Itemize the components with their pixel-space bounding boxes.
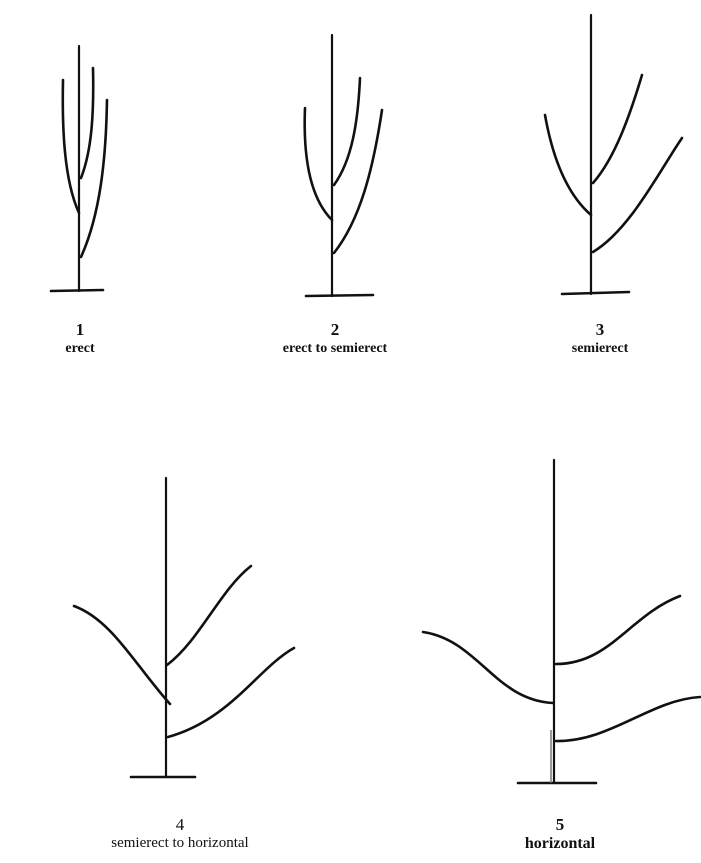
- branch: [74, 606, 170, 704]
- figure-label: erect to semierect: [255, 340, 415, 357]
- figure-label: semierect: [540, 340, 660, 357]
- branch: [334, 78, 360, 185]
- branch: [305, 108, 332, 220]
- branch: [168, 648, 294, 737]
- figure-caption-5: 5 horizontal: [480, 815, 640, 852]
- branch: [63, 80, 79, 213]
- branch: [545, 115, 591, 215]
- figure-number: 4: [60, 815, 300, 835]
- ground-line: [562, 292, 629, 294]
- figure-number: 1: [30, 320, 130, 340]
- figure-label: erect: [30, 340, 130, 357]
- plant-figure-3: [545, 15, 682, 294]
- plant-figure-4: [74, 478, 294, 777]
- branch: [334, 110, 382, 253]
- branch: [593, 75, 642, 183]
- plant-figure-2: [305, 35, 382, 296]
- figure-caption-4: 4 semierect to horizontal: [60, 815, 300, 852]
- figure-label: horizontal: [480, 835, 640, 852]
- branch: [81, 68, 93, 178]
- figure-caption-3: 3 semierect: [540, 320, 660, 357]
- branch: [593, 138, 682, 252]
- figure-caption-2: 2 erect to semierect: [255, 320, 415, 357]
- ground-line: [306, 295, 373, 296]
- figure-number: 2: [255, 320, 415, 340]
- branch: [167, 566, 251, 665]
- ground-line: [51, 290, 103, 291]
- figure-label: semierect to horizontal: [60, 835, 300, 852]
- figure-caption-1: 1 erect: [30, 320, 130, 357]
- plant-figure-5: [423, 460, 700, 783]
- branch: [423, 632, 553, 703]
- plant-figure-1: [51, 46, 107, 291]
- figure-number: 3: [540, 320, 660, 340]
- branch: [556, 697, 700, 741]
- figure-number: 5: [480, 815, 640, 835]
- branch: [81, 100, 107, 257]
- branch: [556, 596, 680, 664]
